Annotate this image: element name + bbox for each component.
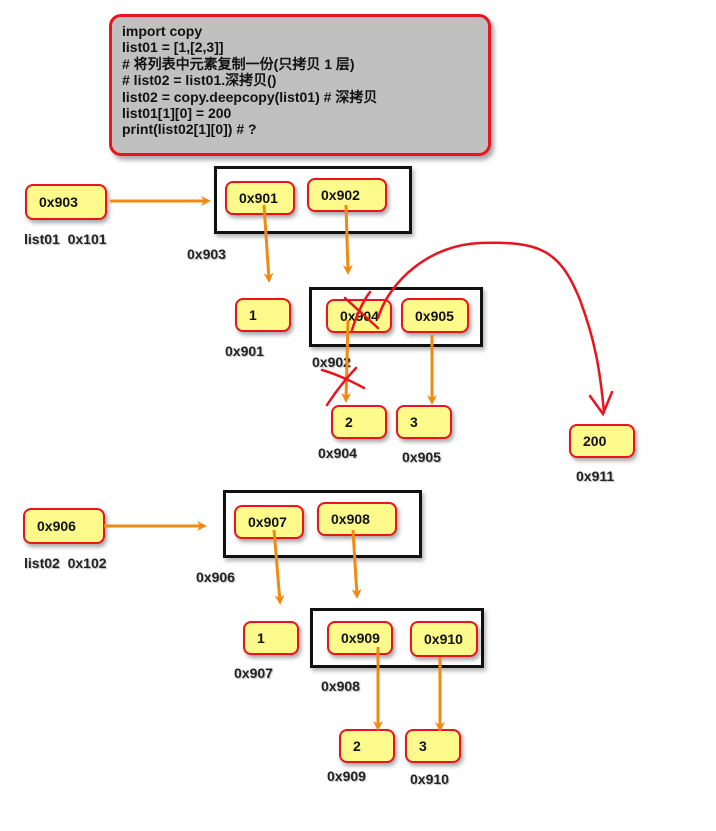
list01-inner-item-0: 0x904 xyxy=(326,299,392,333)
node-text: 1 xyxy=(249,307,257,323)
code-line: print(list02[1][0]) # ? xyxy=(122,121,257,138)
list02-int-2-node: 2 xyxy=(339,729,395,763)
list01-inner-list-address: 0x902 xyxy=(312,354,351,370)
list01-int-2-node: 2 xyxy=(331,405,387,439)
list01-variable-node: 0x903 xyxy=(25,184,107,220)
node-text: 0x907 xyxy=(248,514,287,530)
list01-int-2-address: 0x904 xyxy=(318,445,357,461)
list02-outer-list-frame xyxy=(223,490,422,558)
redirect-arrowhead xyxy=(588,390,614,417)
list01-variable-label: list01 0x101 xyxy=(24,231,107,247)
list01-outer-list-frame xyxy=(214,166,412,234)
node-text: 0x906 xyxy=(37,518,76,534)
node-text: 2 xyxy=(345,414,353,430)
node-text: 0x905 xyxy=(415,307,454,324)
code-line: list01 = [1,[2,3]] xyxy=(122,39,224,56)
list02-outer-item-0: 0x907 xyxy=(234,505,304,539)
node-text: 0x910 xyxy=(424,631,463,647)
list02-inner-list-address: 0x908 xyxy=(321,678,360,694)
node-text: 0x909 xyxy=(341,630,380,646)
node-text: 2 xyxy=(353,738,361,754)
list02-inner-list-frame xyxy=(310,608,484,668)
list01-new-value-address: 0x911 xyxy=(576,468,615,484)
list01-new-value-node: 200 xyxy=(569,424,635,458)
node-text: 200 xyxy=(583,433,607,449)
list01-int-1-address: 0x901 xyxy=(225,343,264,359)
cross-mark-arrow-2 xyxy=(320,366,366,407)
list02-outer-item-1: 0x908 xyxy=(317,502,397,536)
code-line: import copy xyxy=(122,23,203,39)
code-line: # 将列表中元素复制一份(只拷贝 1 层) xyxy=(122,55,355,72)
code-line: list01[1][0] = 200 xyxy=(122,105,232,122)
list02-inner-item-1: 0x910 xyxy=(410,621,478,657)
list02-int-1-address: 0x907 xyxy=(234,665,273,681)
code-line: list02 = copy.deepcopy(list01) # 深拷贝 xyxy=(122,88,378,105)
list02-inner-item-0: 0x909 xyxy=(327,621,393,655)
list01-int-3-node: 3 xyxy=(396,405,452,439)
list02-int-3-address: 0x910 xyxy=(410,771,449,787)
node-text: 1 xyxy=(257,630,265,646)
list01-int-1-node: 1 xyxy=(235,298,291,332)
node-text: 3 xyxy=(410,414,418,430)
node-text: 3 xyxy=(419,738,427,754)
list01-outer-list-address: 0x903 xyxy=(187,246,226,262)
node-text: 0x904 xyxy=(340,308,379,324)
code-line: # list02 = list01.深拷贝() xyxy=(122,72,277,89)
node-text: 0x908 xyxy=(331,511,370,527)
node-text: 0x903 xyxy=(39,194,78,210)
list01-inner-item-1: 0x905 xyxy=(401,298,469,333)
list01-outer-item-0: 0x901 xyxy=(225,181,295,215)
node-text: 0x902 xyxy=(321,187,360,203)
list01-outer-item-1: 0x902 xyxy=(307,178,387,212)
list02-outer-list-address: 0x906 xyxy=(196,569,235,585)
node-text: 0x901 xyxy=(239,190,278,206)
list02-int-3-node: 3 xyxy=(405,729,461,763)
list02-int-2-address: 0x909 xyxy=(327,768,366,784)
list02-int-1-node: 1 xyxy=(243,621,299,655)
list02-variable-label: list02 0x102 xyxy=(24,555,107,571)
list01-int-3-address: 0x905 xyxy=(402,449,441,465)
list02-variable-node: 0x906 xyxy=(23,508,105,544)
code-box: import copy list01 = [1,[2,3]] # 将列表中元素复… xyxy=(109,14,491,156)
